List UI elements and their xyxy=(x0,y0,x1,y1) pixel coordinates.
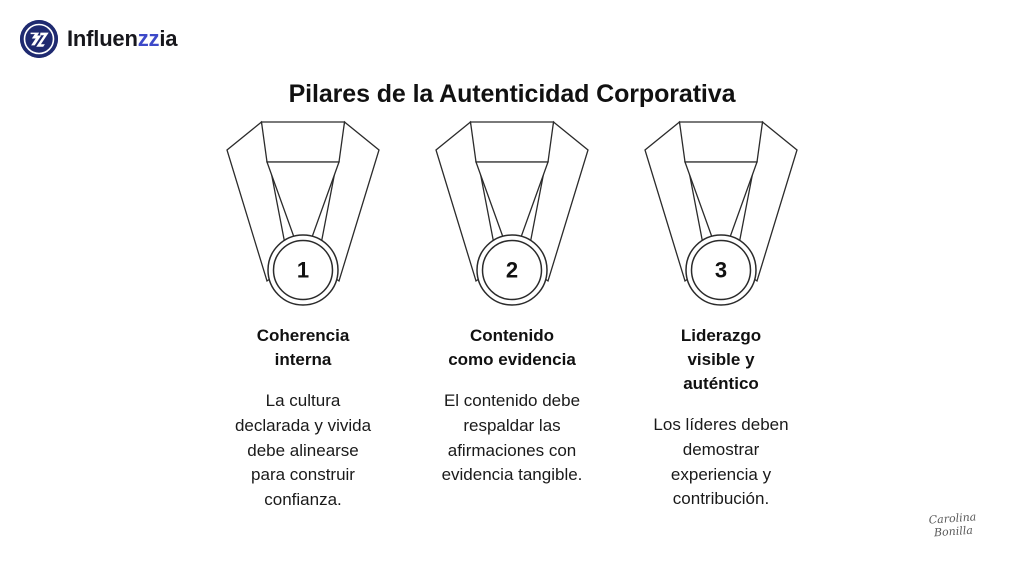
medal-ribbon-icon: 1 xyxy=(215,118,391,308)
brand-name-part-3: ia xyxy=(159,26,178,51)
pillar-column-3: 3 Liderazgo visible y auténtico Los líde… xyxy=(626,118,816,512)
medal-ribbon-icon: 3 xyxy=(633,118,809,308)
pillar-heading-3: Liderazgo visible y auténtico xyxy=(680,326,762,394)
pillar-body-3: Los líderes deben demostrar experiencia … xyxy=(653,415,789,509)
page-title: Pilares de la Autenticidad Corporativa xyxy=(288,79,736,108)
zz-monogram-circle-icon xyxy=(20,20,58,58)
medal-number: 1 xyxy=(297,258,309,283)
pillar-column-2: 2 Contenido como evidencia El contenido … xyxy=(417,118,607,488)
medal-number: 2 xyxy=(506,258,518,283)
medal-number: 3 xyxy=(715,258,727,283)
pillar-heading-2: Contenido como evidencia xyxy=(448,326,576,370)
pillar-heading-1: Coherencia interna xyxy=(256,326,350,370)
pillar-body-1: La cultura declarada y vivida debe aline… xyxy=(234,391,372,509)
medal-ribbon-icon: 2 xyxy=(424,118,600,308)
pillars-container: 1 Coherencia interna La cultura declarad… xyxy=(208,118,816,512)
brand-name-part-1: Influen xyxy=(67,26,138,51)
pillar-column-1: 1 Coherencia interna La cultura declarad… xyxy=(208,118,398,512)
brand-logo: Influenzzia xyxy=(20,20,177,58)
brand-name-part-2: zz xyxy=(137,26,160,51)
brand-name: Influenzzia xyxy=(67,28,177,50)
author-signature: Carolina Bonilla xyxy=(909,510,997,541)
pillar-body-2: El contenido debe respaldar las afirmaci… xyxy=(441,391,583,485)
